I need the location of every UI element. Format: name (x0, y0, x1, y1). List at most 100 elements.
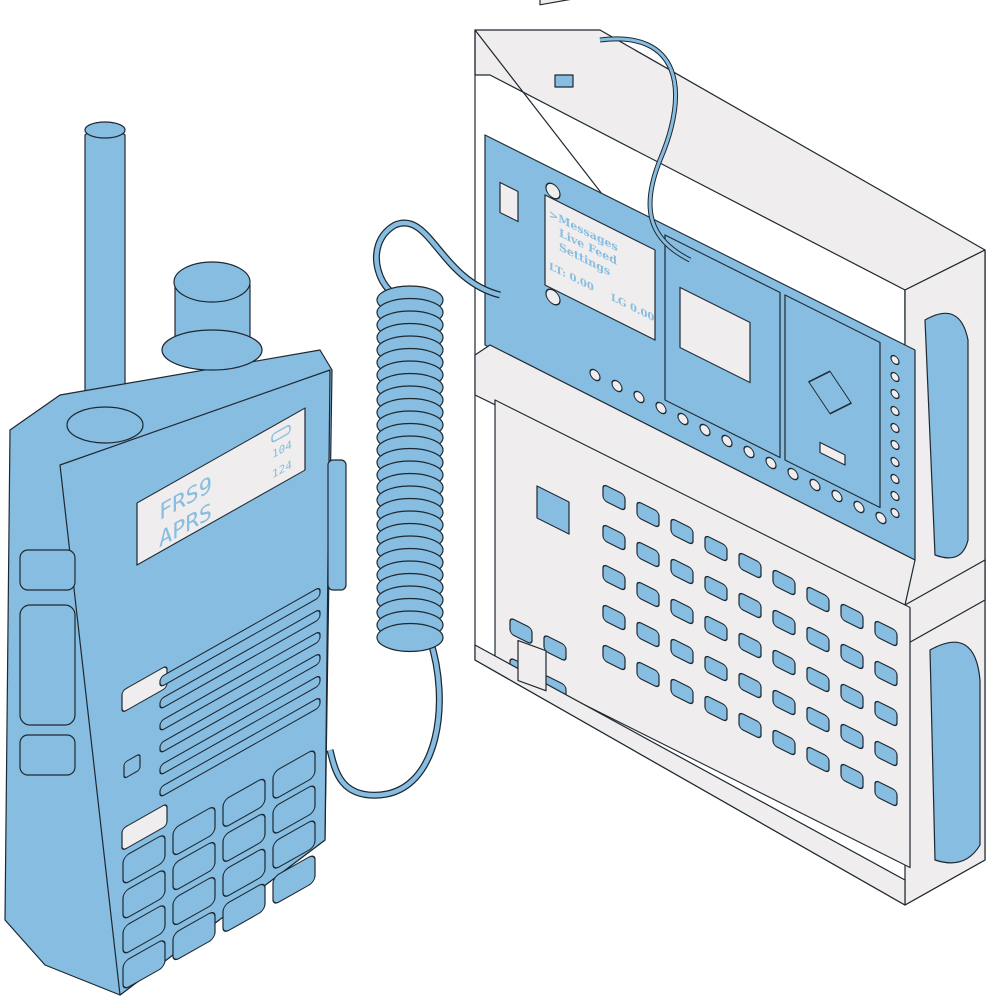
keyboard-key[interactable] (670, 678, 694, 705)
keyboard-key[interactable] (772, 569, 796, 596)
pin-pad (699, 423, 711, 437)
keyboard-key[interactable] (704, 655, 728, 682)
keyboard-key[interactable] (840, 603, 864, 630)
keyboard-key[interactable] (636, 621, 660, 648)
radio-key[interactable] (122, 938, 166, 990)
keyboard-key[interactable] (636, 661, 660, 688)
keyboard-key[interactable] (636, 581, 660, 608)
keyboard-key[interactable] (840, 723, 864, 750)
pin-pad (890, 473, 900, 485)
pin-pad (655, 401, 667, 415)
keyboard-key[interactable] (704, 575, 728, 602)
pin-pad (890, 354, 900, 366)
radio-key[interactable] (272, 784, 316, 836)
cable-connector (499, 181, 519, 223)
keyboard-key[interactable] (543, 635, 567, 662)
keyboard-key[interactable] (874, 620, 898, 647)
keyboard-key[interactable] (772, 729, 796, 756)
keyboard-key[interactable] (602, 524, 626, 551)
radio-key[interactable] (222, 847, 266, 899)
grille-slot (159, 631, 321, 731)
keyboard-key[interactable] (602, 644, 626, 671)
radio-key[interactable] (222, 882, 266, 934)
handheld-radio[interactable]: FRS9 APRS 104 124 (4, 121, 347, 996)
pin-pad (890, 405, 900, 417)
keyboard-key[interactable] (806, 626, 830, 653)
keyboard-key[interactable] (806, 586, 830, 613)
keyboard-key[interactable] (806, 746, 830, 773)
side-button-top[interactable] (19, 549, 76, 591)
keyboard-key[interactable] (738, 552, 762, 579)
mount-hole (545, 288, 561, 306)
grille-slot (159, 675, 321, 775)
speaker-mic-cable-bottom-fill (327, 639, 442, 798)
radio-key[interactable] (172, 840, 216, 892)
frame-bottom-lip (474, 644, 906, 906)
pin-pad (611, 379, 623, 393)
keyboard-key[interactable] (772, 649, 796, 676)
keyboard-key[interactable] (636, 501, 660, 528)
radio-key[interactable] (272, 749, 316, 801)
keyboard-key[interactable] (738, 592, 762, 619)
keyboard-key[interactable] (840, 683, 864, 710)
radio-key[interactable] (122, 903, 166, 955)
pin-pad (721, 434, 733, 448)
radio-key[interactable] (122, 833, 166, 885)
function-button-bottom[interactable] (121, 803, 168, 850)
keyboard-key[interactable] (806, 666, 830, 693)
radio-key[interactable] (172, 910, 216, 962)
radio-key[interactable] (222, 777, 266, 829)
keyboard-key[interactable] (840, 643, 864, 670)
keyboard-key[interactable] (738, 712, 762, 739)
small-button[interactable] (123, 754, 141, 779)
keyboard-key[interactable] (772, 689, 796, 716)
keyboard-key[interactable] (704, 535, 728, 562)
keyboard-key[interactable] (738, 672, 762, 699)
module-chip (679, 286, 751, 384)
radio-key[interactable] (272, 854, 316, 906)
radio-key[interactable] (122, 868, 166, 920)
volume-knob-top (173, 261, 251, 303)
antenna-cable-fill (599, 37, 691, 262)
pin-pad (890, 490, 900, 502)
keyboard-key[interactable] (874, 700, 898, 727)
speaker-mic-cable-top-fill (374, 220, 501, 303)
pin-pad (677, 412, 689, 426)
radio-key[interactable] (272, 819, 316, 871)
keyboard-key[interactable] (874, 740, 898, 767)
radio-key[interactable] (172, 805, 216, 857)
keyboard-key[interactable] (874, 660, 898, 687)
keyboard-key[interactable] (738, 632, 762, 659)
keyboard-key[interactable] (602, 484, 626, 511)
keyboard-key[interactable] (670, 598, 694, 625)
keyboard-key[interactable] (602, 604, 626, 631)
keyboard-key[interactable] (670, 518, 694, 545)
device-frame (474, 0, 986, 906)
coil-loop (376, 622, 444, 653)
keyboard-key[interactable] (704, 695, 728, 722)
power-switch[interactable] (554, 74, 574, 88)
radio-key[interactable] (222, 812, 266, 864)
radio-key[interactable] (172, 875, 216, 927)
side-button-bottom[interactable] (19, 734, 76, 776)
keyboard-key[interactable] (772, 609, 796, 636)
coiled-cable (376, 285, 444, 653)
keyboard-key[interactable] (806, 706, 830, 733)
keyboard-key[interactable] (602, 564, 626, 591)
grille-slot (159, 609, 321, 709)
keyboard-key[interactable] (840, 763, 864, 790)
radio-controls (121, 587, 321, 850)
keyboard-key[interactable] (704, 615, 728, 642)
keyboard-key[interactable] (509, 618, 533, 645)
mount-hole (545, 182, 561, 200)
keyboard-key[interactable] (636, 541, 660, 568)
keyboard-key[interactable] (670, 558, 694, 585)
keyboard-section (474, 344, 986, 906)
ptt-button[interactable] (19, 604, 76, 726)
accessory-jack (327, 459, 347, 591)
keyboard-key[interactable] (670, 638, 694, 665)
keyboard-key[interactable] (874, 780, 898, 807)
pin-pad (890, 439, 900, 451)
battery-icon (271, 424, 291, 443)
pin-pad (633, 390, 645, 404)
